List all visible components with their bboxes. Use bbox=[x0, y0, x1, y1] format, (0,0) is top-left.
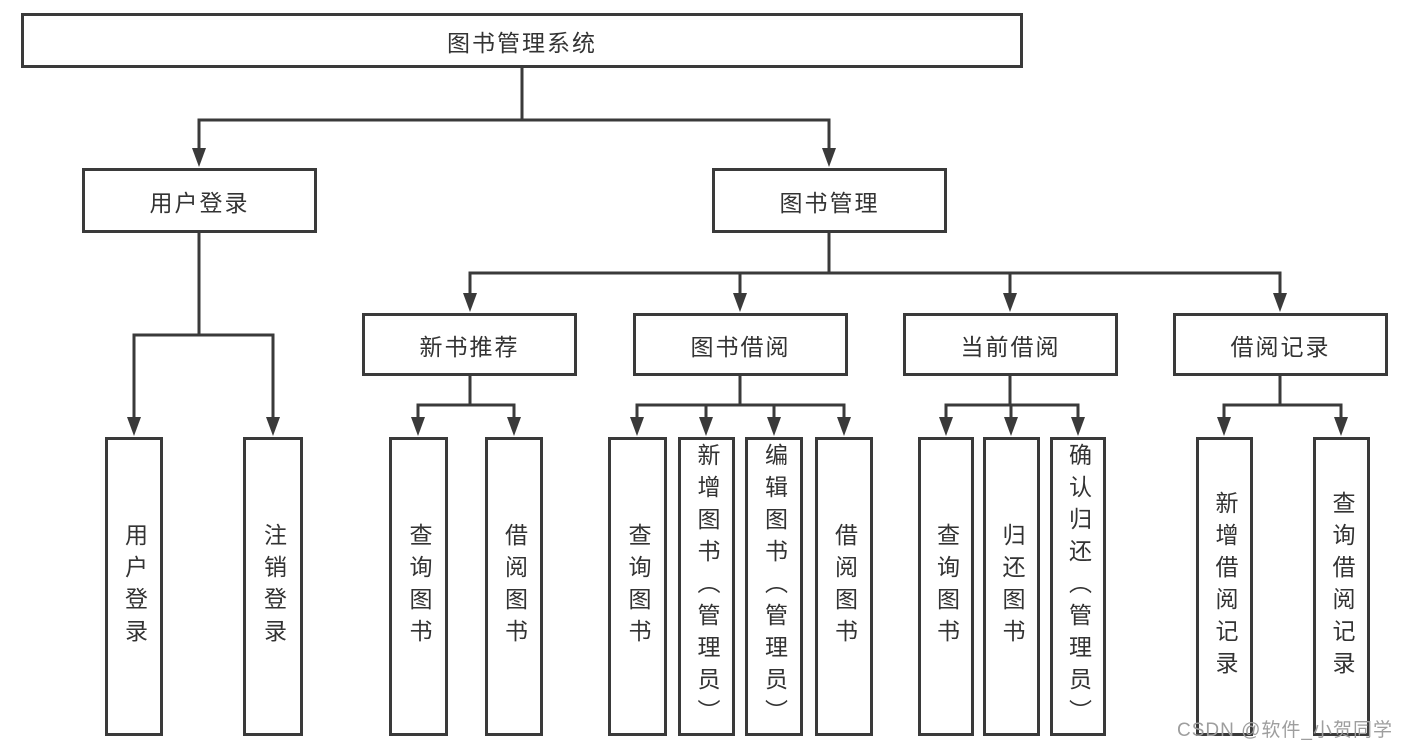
arrowhead-icon bbox=[837, 417, 851, 436]
node-label: 查询图书 bbox=[933, 522, 960, 651]
arrowhead-icon bbox=[939, 417, 953, 436]
node-label: 借阅图书 bbox=[501, 522, 528, 651]
arrowhead-icon bbox=[192, 148, 206, 167]
arrowhead-icon bbox=[463, 293, 477, 312]
arrowhead-icon bbox=[733, 293, 747, 312]
node-label: 查询图书 bbox=[625, 522, 651, 651]
arrowhead-icon bbox=[1071, 417, 1085, 436]
arrowhead-icon bbox=[699, 417, 713, 436]
node-label: 用户登录 bbox=[121, 522, 148, 651]
leaf-add-borrow-record: 新增借阅记录 bbox=[1196, 437, 1253, 736]
connector-book-borrow-to-leaves bbox=[635, 374, 846, 420]
arrowhead-icon bbox=[1217, 417, 1231, 436]
connector-root-to-level2 bbox=[197, 66, 831, 150]
node-label: 借阅图书 bbox=[831, 522, 858, 651]
csdn-watermark: CSDN @软件_小贺同学 bbox=[1177, 720, 1393, 741]
node-label: 归还图书 bbox=[999, 522, 1025, 651]
node-label: 注销登录 bbox=[260, 522, 287, 651]
leaf-borrow-books-1: 借阅图书 bbox=[485, 437, 543, 736]
node-label: 确认归还（管理员） bbox=[1065, 442, 1092, 731]
connector-book-management-to-level3 bbox=[468, 231, 1282, 295]
node-label: 编辑图书（管理员） bbox=[761, 442, 788, 731]
node-book-management: 图书管理 bbox=[712, 168, 947, 233]
node-label: 查询借阅记录 bbox=[1329, 490, 1355, 683]
arrowhead-icon bbox=[1273, 293, 1287, 312]
arrowhead-icon bbox=[630, 417, 644, 436]
node-label: 查询图书 bbox=[406, 522, 432, 651]
arrowhead-icon bbox=[1004, 417, 1018, 436]
arrowhead-icon bbox=[767, 417, 781, 436]
leaf-query-books-1: 查询图书 bbox=[389, 437, 448, 736]
arrowhead-icon bbox=[1003, 293, 1017, 312]
leaf-return-books: 归还图书 bbox=[983, 437, 1040, 736]
connector-current-borrow-to-leaves bbox=[944, 374, 1080, 420]
leaf-query-borrow-record: 查询借阅记录 bbox=[1313, 437, 1370, 736]
node-borrow-records: 借阅记录 bbox=[1173, 313, 1388, 376]
leaf-confirm-return-admin: 确认归还（管理员） bbox=[1050, 437, 1106, 736]
node-new-book-recommend: 新书推荐 bbox=[362, 313, 577, 376]
arrowhead-icon bbox=[507, 417, 521, 436]
node-label: 新增图书（管理员） bbox=[694, 442, 720, 731]
node-current-borrow: 当前借阅 bbox=[903, 313, 1118, 376]
leaf-borrow-books-2: 借阅图书 bbox=[815, 437, 873, 736]
leaf-logout: 注销登录 bbox=[243, 437, 303, 736]
node-root: 图书管理系统 bbox=[21, 13, 1023, 68]
leaf-add-books-admin: 新增图书（管理员） bbox=[678, 437, 735, 736]
arrowhead-icon bbox=[1334, 417, 1348, 436]
leaf-query-books-2: 查询图书 bbox=[608, 437, 667, 736]
arrowhead-icon bbox=[266, 417, 280, 436]
node-book-borrow: 图书借阅 bbox=[633, 313, 848, 376]
connector-borrow-records-to-leaves bbox=[1222, 374, 1343, 420]
leaf-edit-books-admin: 编辑图书（管理员） bbox=[745, 437, 803, 736]
connector-user-login-to-leaves bbox=[132, 231, 275, 420]
leaf-user-login: 用户登录 bbox=[105, 437, 163, 736]
arrowhead-icon bbox=[411, 417, 425, 436]
node-label: 新增借阅记录 bbox=[1212, 490, 1238, 683]
connector-new-book-recommend-to-leaves bbox=[416, 374, 516, 420]
leaf-query-books-3: 查询图书 bbox=[918, 437, 974, 736]
arrowhead-icon bbox=[127, 417, 141, 436]
arrowhead-icon bbox=[822, 148, 836, 167]
node-user-login: 用户登录 bbox=[82, 168, 317, 233]
